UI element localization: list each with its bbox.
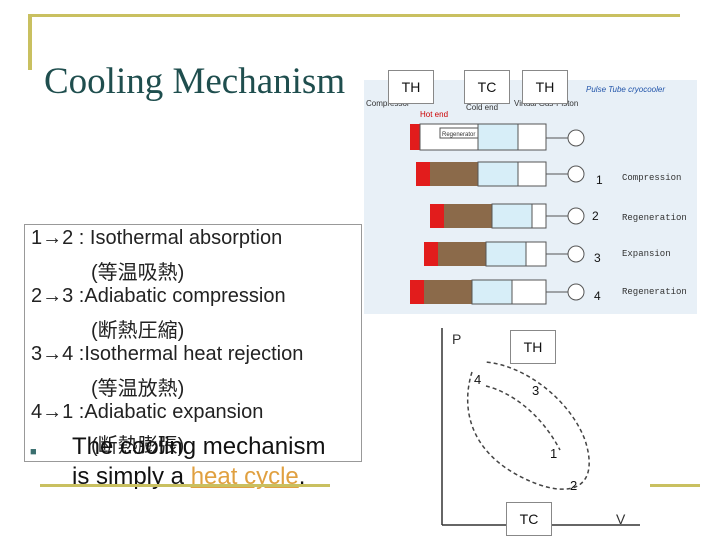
heat-cycle-loop: [466, 361, 590, 490]
note-2-jp: (断熱圧縮): [91, 320, 185, 342]
note-4-jp: (断熱膨張): [91, 435, 185, 457]
pulse-tube-diagram: Compressor Hot end Cold end Virtual Gas-…: [364, 80, 697, 314]
regenerator: [430, 162, 478, 186]
note-1-jp: (等温吸熱): [91, 262, 185, 284]
pv-point-1: 1: [550, 446, 557, 461]
note-3-jp: (等温放熱): [91, 378, 185, 400]
row-2: 2 Regeneration: [430, 203, 687, 229]
regenerator: [438, 242, 486, 266]
bullet-text: The cooling mechanism is simply a heat c…: [72, 432, 325, 492]
row-4: 4 Regeneration: [410, 279, 687, 305]
regeneration-label-1: Regeneration: [622, 213, 687, 223]
row-3: 3 Expansion: [424, 241, 671, 267]
p-axis-label: P: [452, 331, 461, 347]
piston: [410, 280, 424, 304]
expansion-label: Expansion: [622, 249, 671, 259]
tube-end: [517, 161, 547, 187]
pulse-tube-label: Pulse Tube cryocooler: [586, 85, 665, 94]
top-decoration-line: [28, 14, 680, 17]
pv-tc-label: TC: [519, 511, 539, 527]
th-right-box: TH: [522, 70, 568, 104]
note-2: 2→3 :Adiabatic compression: [31, 285, 286, 307]
regenerator: [444, 204, 492, 228]
pv-point-3: 3: [532, 383, 539, 398]
th-left-box: TH: [388, 70, 434, 104]
step-4: 4: [594, 289, 601, 303]
step-1: 1: [596, 173, 603, 187]
left-decoration-line: [28, 14, 32, 70]
reservoir-circle: [567, 165, 585, 183]
reservoir-circle: [567, 129, 585, 147]
gas-region: [477, 161, 519, 187]
cold-end-label: Cold end: [466, 103, 498, 112]
bullet-line-2: is simply a heat cycle.: [72, 462, 325, 492]
piston: [424, 242, 438, 266]
pv-point-2: 2: [570, 478, 577, 493]
reservoir-circle: [567, 207, 585, 225]
note-4: 4→1 :Adiabatic expansion: [31, 401, 264, 423]
hot-end-label: Hot end: [420, 110, 448, 119]
piston: [416, 162, 430, 186]
row-0: Regenerator: [410, 123, 585, 151]
tc-label: TC: [477, 79, 497, 95]
bullet-line-1: The cooling mechanism: [72, 433, 326, 460]
regenerator: [424, 280, 472, 304]
step-3: 3: [594, 251, 601, 265]
pv-point-4: 4: [474, 372, 481, 387]
v-axis-label: V: [616, 511, 626, 527]
tube-end: [525, 241, 547, 267]
reservoir-circle: [567, 245, 585, 263]
process-notes-box: 1→2 : Isothermal absorption (等温吸熱) 2→3 :…: [24, 224, 362, 462]
tube-end: [511, 279, 547, 305]
gas-region: [485, 241, 527, 267]
piston: [430, 204, 444, 228]
compressor-label: Compressor: [366, 99, 410, 108]
regeneration-label-2: Regeneration: [622, 287, 687, 297]
hot-piston: [410, 124, 420, 150]
pv-tc-box: TC: [506, 502, 552, 536]
pv-th-label: TH: [523, 339, 543, 355]
step-2: 2: [592, 209, 599, 223]
regenerator-small-label: Regenerator: [442, 132, 475, 138]
slide-title: Cooling Mechanism: [44, 61, 346, 102]
compression-label: Compression: [622, 173, 681, 183]
gas-region: [491, 203, 533, 229]
gas-region: [471, 279, 513, 305]
pv-th-box: TH: [510, 330, 556, 364]
note-3: 3→4 :Isothermal heat rejection: [31, 343, 304, 365]
right-chamber: [517, 123, 547, 151]
reservoir-circle: [567, 283, 585, 301]
tube-end: [531, 203, 547, 229]
th-left-label: TH: [401, 79, 421, 95]
inner-cycle-path: [485, 385, 561, 451]
tc-box: TC: [464, 70, 510, 104]
cold-region: [477, 123, 519, 151]
bullet-line-2-suffix: .: [298, 463, 306, 490]
pulse-tube-svg: Compressor Hot end Cold end Virtual Gas-…: [366, 85, 687, 305]
row-1: 1 Compression: [416, 161, 681, 187]
note-1: 1→2 : Isothermal absorption: [31, 227, 283, 249]
bullet-square-icon: ■: [30, 446, 37, 458]
th-right-label: TH: [535, 79, 555, 95]
bottom-decoration-line-left: [40, 484, 330, 487]
